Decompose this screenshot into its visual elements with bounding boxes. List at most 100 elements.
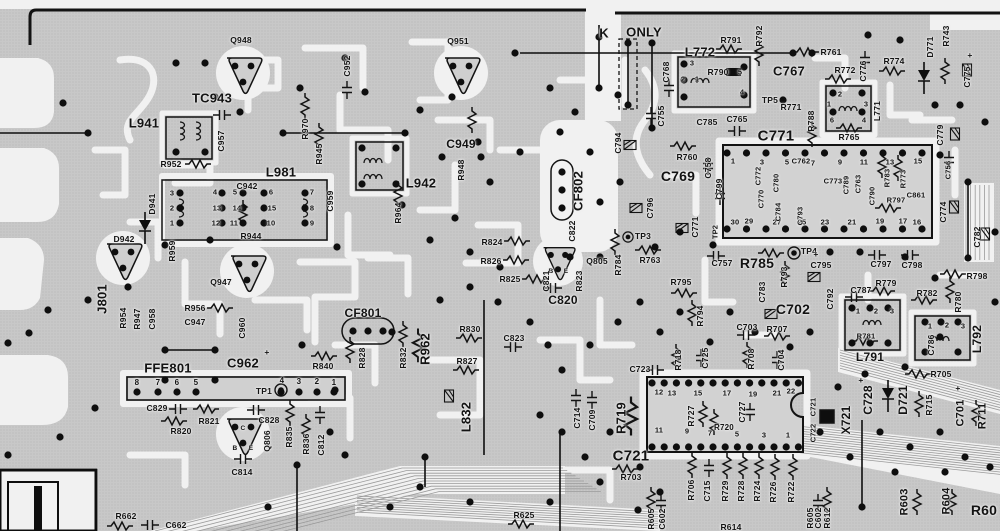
component-label: R727 bbox=[685, 405, 696, 427]
component-label: 2 bbox=[837, 89, 843, 99]
component-label: R779 bbox=[875, 277, 897, 288]
component-label: R790 bbox=[707, 66, 729, 77]
component-label: C758 bbox=[702, 157, 713, 179]
component-label: 3 bbox=[296, 377, 302, 386]
component-label: 13 bbox=[885, 157, 895, 167]
component-label: R964 bbox=[392, 202, 403, 224]
component-label: 3 bbox=[689, 58, 695, 68]
component-label: C787 bbox=[850, 284, 872, 295]
component-label: R773 bbox=[898, 169, 908, 189]
component-label: R708 bbox=[745, 348, 756, 370]
component-label: D941 bbox=[146, 193, 157, 215]
component-label: Q947 bbox=[210, 276, 232, 287]
ribbon-bundle-layer bbox=[150, 183, 1000, 531]
component-label: C701 bbox=[954, 399, 967, 427]
component-label: 16 bbox=[912, 217, 922, 227]
component-label: R614 bbox=[720, 521, 742, 531]
component-label: 19 bbox=[875, 216, 885, 226]
component-label: + bbox=[813, 248, 819, 259]
component-label: 11 bbox=[654, 425, 664, 435]
component-label: C795 bbox=[810, 259, 832, 270]
component-label: R763 bbox=[639, 254, 661, 265]
component-label: 1 bbox=[785, 430, 791, 440]
component-label: R827 bbox=[456, 355, 478, 366]
component-label: 15 bbox=[267, 203, 277, 213]
component-label: Q948 bbox=[230, 34, 252, 45]
component-label: R703 bbox=[620, 471, 642, 482]
component-label: R774 bbox=[883, 55, 905, 66]
component-label: C798 bbox=[901, 259, 923, 270]
component-label: R945 bbox=[313, 143, 324, 165]
component-label: R711 bbox=[976, 402, 989, 430]
component-label: 4 bbox=[212, 187, 218, 197]
component-label: R718 bbox=[672, 349, 683, 371]
component-label: R948 bbox=[455, 159, 466, 181]
component-label: C728 bbox=[861, 385, 875, 415]
component-label: 29 bbox=[744, 216, 754, 226]
component-label: 5 bbox=[737, 67, 743, 77]
component-label: B bbox=[232, 444, 238, 452]
component-label: C814 bbox=[231, 466, 253, 477]
component-label: J801 bbox=[94, 284, 110, 314]
component-label: ONLY bbox=[626, 24, 662, 40]
component-label: 1 bbox=[169, 218, 175, 228]
component-label: C783 bbox=[756, 281, 767, 303]
component-label: C703 bbox=[736, 321, 758, 332]
component-label: C796 bbox=[644, 197, 655, 219]
component-label: R728 bbox=[735, 480, 746, 502]
component-label: TP3 bbox=[634, 230, 652, 241]
component-label: R840 bbox=[312, 360, 334, 371]
component-label: 2 bbox=[873, 306, 879, 316]
component-label: 27 bbox=[772, 217, 782, 227]
component-label: R782 bbox=[916, 287, 938, 298]
component-label: 5 bbox=[784, 157, 790, 167]
component-label: C799 bbox=[713, 178, 724, 200]
component-label: TP5 bbox=[761, 94, 779, 105]
component-label: 2 bbox=[314, 377, 320, 386]
component-label: 13 bbox=[212, 203, 222, 213]
component-label: R60 bbox=[970, 502, 998, 518]
component-label: R797 bbox=[886, 195, 906, 205]
component-label: 13 bbox=[667, 388, 677, 398]
component-label: 30 bbox=[730, 217, 740, 227]
component-label: C784 bbox=[773, 202, 783, 222]
component-label: R715 bbox=[923, 394, 934, 416]
component-label: 11 bbox=[229, 218, 239, 228]
component-label: 7 bbox=[155, 378, 161, 387]
component-label: C794 bbox=[612, 132, 623, 154]
component-label: C756 bbox=[943, 160, 953, 180]
component-label: C959 bbox=[324, 190, 335, 212]
component-label: C725 bbox=[699, 347, 710, 369]
component-label: 4 bbox=[279, 376, 285, 385]
component-label: R781 bbox=[856, 331, 876, 341]
component-label: R830 bbox=[459, 323, 481, 334]
component-label: D942 bbox=[113, 233, 135, 244]
component-label: R760 bbox=[676, 151, 698, 162]
component-label: R836 bbox=[300, 433, 311, 455]
component-label: L792 bbox=[970, 324, 984, 354]
component-label: C822 bbox=[566, 220, 577, 242]
component-label: C812 bbox=[315, 434, 326, 456]
component-label: R798 bbox=[966, 270, 988, 281]
component-label: 7 bbox=[810, 158, 816, 168]
component-outline-layer bbox=[28, 8, 1000, 453]
component-label: C723 bbox=[629, 363, 651, 374]
component-label: C721 bbox=[808, 397, 818, 417]
component-label: 3 bbox=[759, 157, 765, 167]
component-label: L942 bbox=[405, 175, 437, 191]
component-label: C820 bbox=[548, 293, 578, 307]
component-label: C949 bbox=[446, 137, 476, 151]
component-label: 3 bbox=[761, 430, 767, 440]
component-label: R821 bbox=[198, 415, 220, 426]
component-label: R952 bbox=[160, 158, 182, 169]
component-label: + bbox=[967, 49, 973, 60]
component-label: 17 bbox=[898, 216, 908, 226]
component-label: C952 bbox=[341, 55, 352, 77]
component-label: 9 bbox=[837, 157, 843, 167]
component-label: 11 bbox=[859, 157, 869, 167]
component-label: 9 bbox=[309, 218, 315, 228]
component-label: L941 bbox=[128, 115, 160, 131]
component-label: C772 bbox=[753, 166, 763, 186]
